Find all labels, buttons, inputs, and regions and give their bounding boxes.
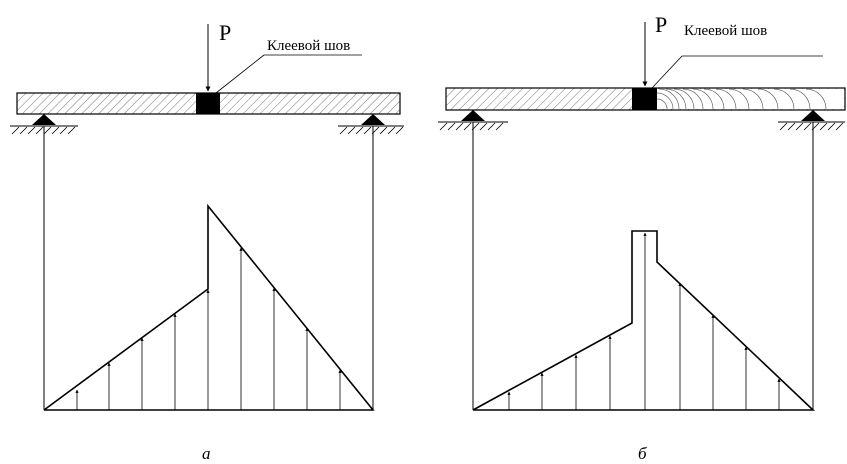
stress-arrows-a xyxy=(75,247,342,410)
load-label-b: P xyxy=(655,12,667,37)
glue-seam-b xyxy=(632,88,657,110)
beam-b-arc-zone xyxy=(657,89,844,109)
load-label-a: P xyxy=(219,20,231,45)
panel-a: P Клеевой шов xyxy=(10,20,404,463)
panel-label-b: б xyxy=(638,444,647,463)
panel-label-a: а xyxy=(202,444,211,463)
seam-leader-a xyxy=(215,54,265,94)
support-right-b xyxy=(778,110,845,131)
stress-arrows-b xyxy=(507,232,781,410)
panel-b: P Клеевой шов xyxy=(438,12,846,463)
wood-grain-arcs-b xyxy=(656,88,827,110)
seam-label-a: Клеевой шов xyxy=(267,38,350,54)
stress-diagram-a xyxy=(43,203,375,411)
stress-diagram-b xyxy=(472,230,816,411)
support-right-a xyxy=(338,114,404,135)
glue-seam-a xyxy=(196,93,220,114)
seam-leader-b xyxy=(651,55,683,89)
seam-label-b: Клеевой шов xyxy=(684,23,767,39)
support-left-a xyxy=(10,114,78,135)
